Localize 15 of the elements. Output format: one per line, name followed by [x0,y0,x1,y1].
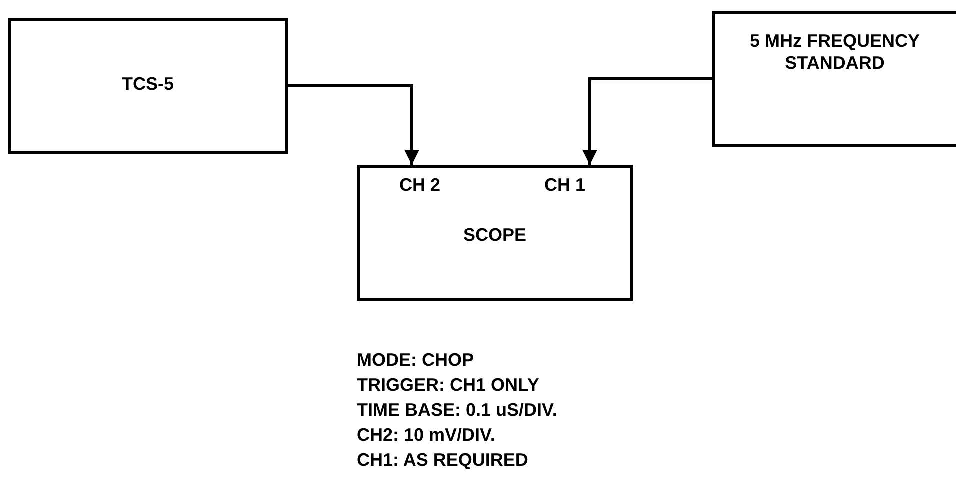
device-box [712,11,956,147]
setting-note: CH1: AS REQUIRED [357,449,528,472]
device-box [357,165,633,301]
device-box [8,18,288,154]
setting-note: TRIGGER: CH1 ONLY [357,374,540,397]
device-label: SCOPE [462,224,528,246]
device-label: TCS-5 [120,73,175,95]
setting-note: MODE: CHOP [357,349,474,372]
arrow [288,84,420,165]
setting-note: TIME BASE: 0.1 uS/DIV. [357,399,558,422]
channel-label: CH 1 [543,174,586,196]
arrow [582,78,712,165]
channel-label: CH 2 [398,174,442,196]
setting-note: CH2: 10 mV/DIV. [357,424,496,447]
device-label: 5 MHz FREQUENCY STANDARD [748,30,921,74]
